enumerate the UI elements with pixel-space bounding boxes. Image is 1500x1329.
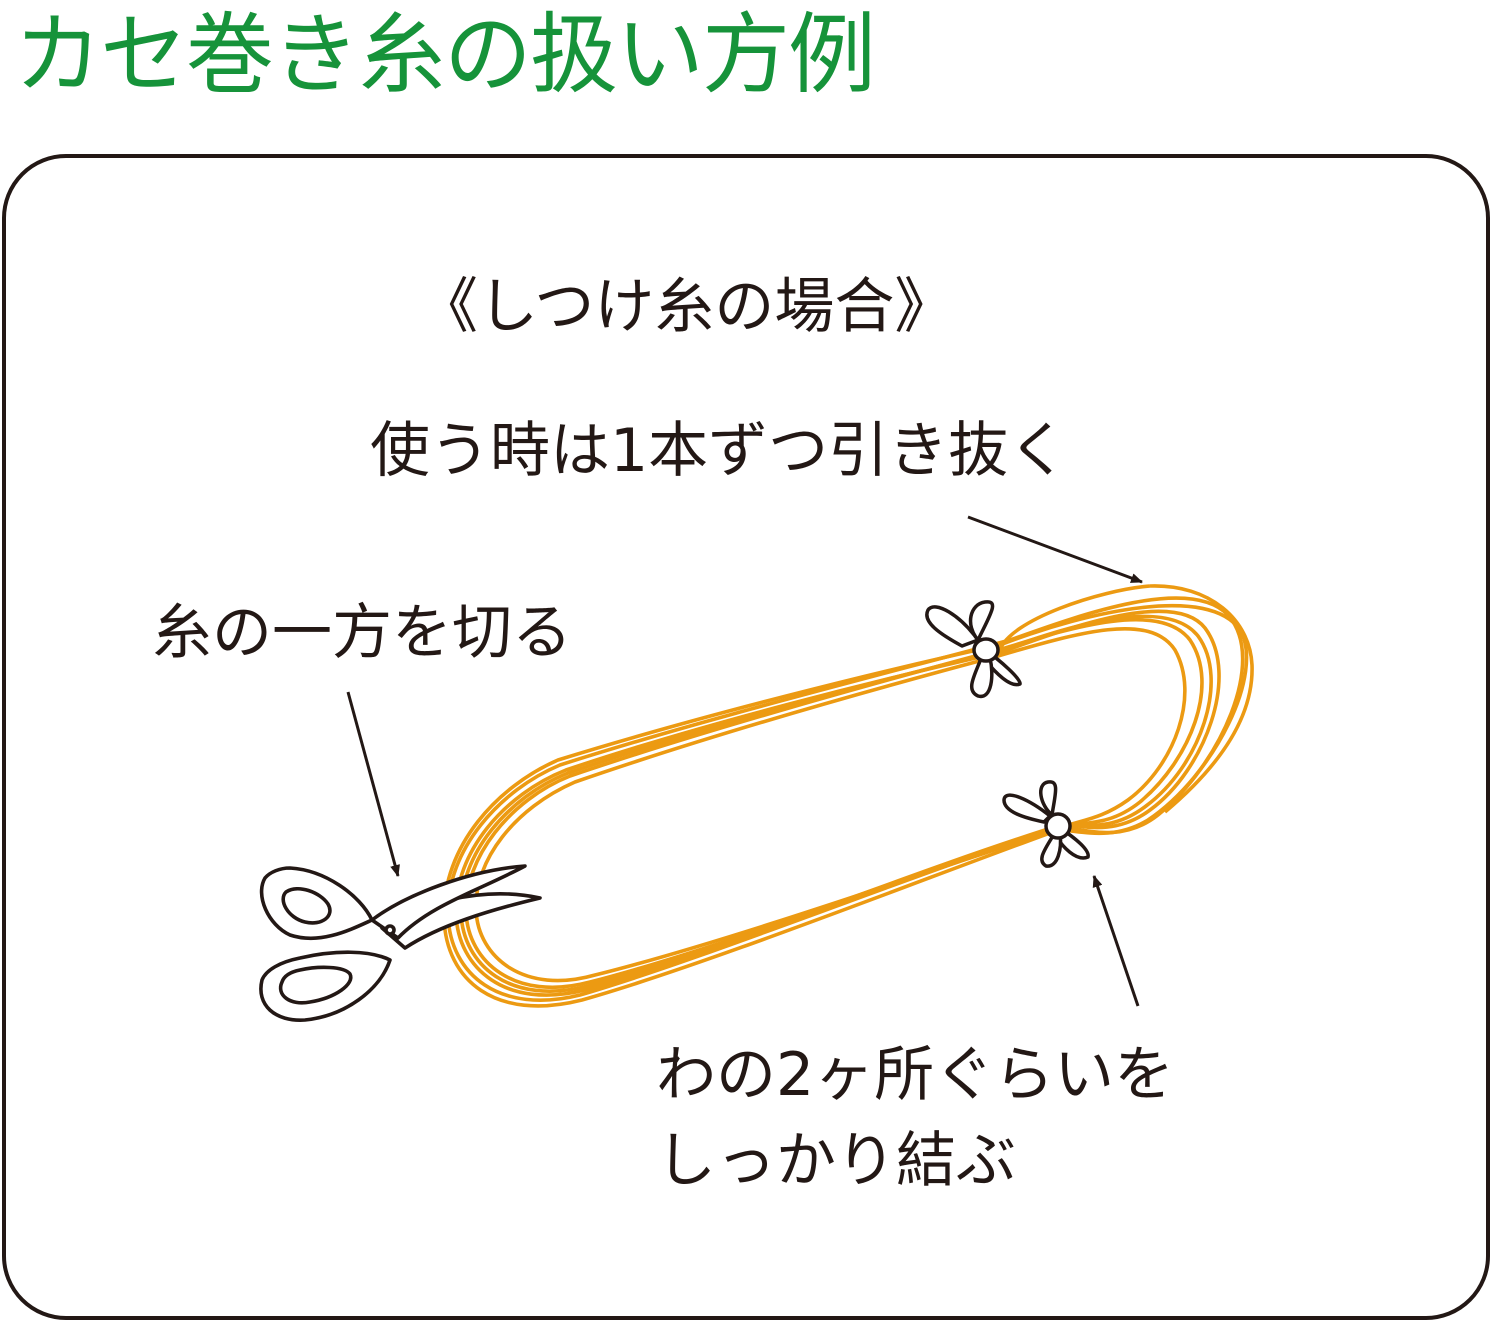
arrow-icon [346, 691, 400, 877]
arrow-icon [967, 515, 1143, 584]
diagram-panel [2, 154, 1490, 1320]
pull-instruction-label: 使う時は1本ずつ引き抜く [370, 416, 1069, 486]
thread-loop [1149, 584, 1254, 814]
thread-loop [998, 584, 1151, 651]
thread-loop [474, 626, 1187, 983]
thread-loop [459, 614, 1213, 993]
bow-knot-icon [1002, 780, 1090, 868]
arrow-icon [1092, 875, 1140, 1007]
thread-loop [464, 617, 1204, 989]
diagram-subtitle: 《しつけ糸の場合》 [418, 272, 955, 342]
bow-knot-icon [925, 600, 1022, 698]
tie-instruction-label-line2: しっかり結ぶ [656, 1126, 1016, 1196]
page-title: カセ巻き糸の扱い方例 [14, 3, 876, 106]
scissors-icon [259, 864, 542, 1022]
tie-instruction-label-line1: わの2ヶ所ぐらいを [656, 1040, 1175, 1110]
thread-loop [446, 596, 1245, 1002]
thread-skein-icon [442, 584, 1254, 1008]
thread-loop [454, 609, 1221, 997]
thread-loop [442, 604, 1249, 1008]
cut-instruction-label: 糸の一方を切る [152, 598, 572, 668]
